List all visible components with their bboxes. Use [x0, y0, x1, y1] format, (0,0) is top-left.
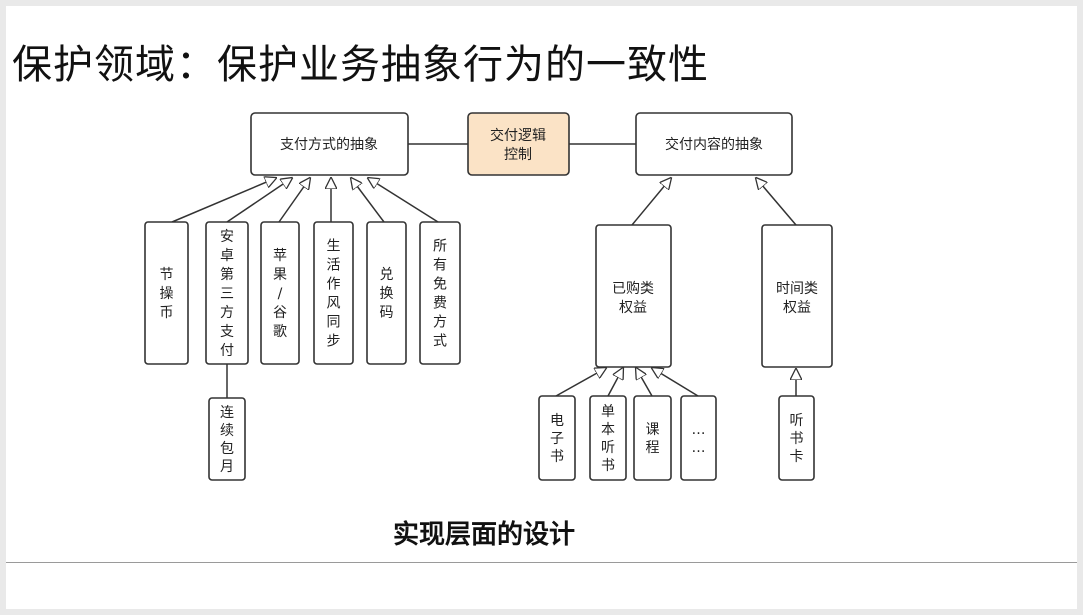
- box-purchased-rights: [595, 224, 672, 368]
- arrow-all-free: [368, 178, 439, 223]
- arrow-jiecaobi: [171, 178, 276, 223]
- connector-lines: [226, 143, 636, 398]
- bottom-divider: [6, 562, 1077, 563]
- label-redeem-code: 兑换码: [380, 267, 394, 321]
- label-apple-google: 苹果/谷歌: [273, 248, 287, 340]
- label-time-rights-line1: 时间类: [776, 281, 818, 297]
- box-apple-google: [260, 221, 300, 365]
- box-course: [633, 395, 672, 481]
- box-redeem-code: [366, 221, 407, 365]
- box-continuous-monthly: [208, 397, 246, 481]
- label-payment-abstraction: 支付方式的抽象: [280, 137, 378, 153]
- box-delivery-logic: [467, 112, 570, 176]
- arrow-apple-google: [278, 178, 310, 223]
- box-life-style-sync: [313, 221, 354, 365]
- box-ebook: [538, 395, 576, 481]
- box-jiecaobi: [144, 221, 189, 365]
- label-delivery-logic-line1: 交付逻辑: [490, 127, 546, 144]
- slide-title: 保护领域：保护业务抽象行为的一致性: [12, 42, 709, 88]
- arrow-ebook: [555, 368, 606, 397]
- arrow-android: [226, 178, 292, 223]
- label-jiecaobi: 节操币: [160, 267, 174, 321]
- arrow-single-audiobook: [607, 368, 623, 397]
- slide-caption: 实现层面的设计: [392, 520, 575, 550]
- label-purchased-rights-line1: 已购类: [612, 281, 654, 297]
- inheritance-arrows: [171, 178, 797, 397]
- slide: 保护领域：保护业务抽象行为的一致性: [6, 6, 1077, 609]
- box-payment-abstraction: [250, 112, 409, 176]
- label-android-third-party: 安卓第三方支付: [220, 229, 234, 359]
- box-time-rights: [761, 224, 833, 368]
- box-all-free: [419, 221, 461, 365]
- label-course: 课程: [646, 422, 660, 456]
- arrow-ellipsis: [652, 368, 699, 397]
- architecture-diagram: 支付方式的抽象 交付逻辑 控制 交付内容的抽象 已购类 权益 时间类 权益 节操…: [144, 112, 833, 481]
- label-purchased-rights-line2: 权益: [619, 300, 647, 316]
- arrow-redeem-code: [351, 178, 385, 223]
- label-ebook: 电子书: [550, 413, 564, 465]
- box-android-third-party: [205, 221, 249, 365]
- box-single-audiobook: [589, 395, 627, 481]
- label-continuous-monthly: 连续包月: [220, 405, 234, 475]
- label-ellipsis: ……: [692, 422, 706, 456]
- arrow-time-rights: [756, 178, 797, 226]
- arrow-purchased-rights: [631, 178, 671, 226]
- label-all-free: 所有免费方式: [433, 239, 447, 350]
- label-delivery-content-abstraction: 交付内容的抽象: [665, 136, 763, 153]
- box-audiobook-card: [778, 395, 815, 481]
- label-delivery-logic-line2: 控制: [504, 147, 532, 163]
- label-audiobook-card: 听书卡: [790, 413, 804, 465]
- arrow-course: [636, 368, 653, 397]
- label-single-audiobook: 单本听书: [601, 404, 615, 474]
- label-life-style-sync: 生活作风同步: [327, 239, 341, 350]
- box-delivery-content-abstraction: [635, 112, 793, 176]
- label-time-rights-line2: 权益: [783, 300, 811, 316]
- box-ellipsis: [680, 395, 717, 481]
